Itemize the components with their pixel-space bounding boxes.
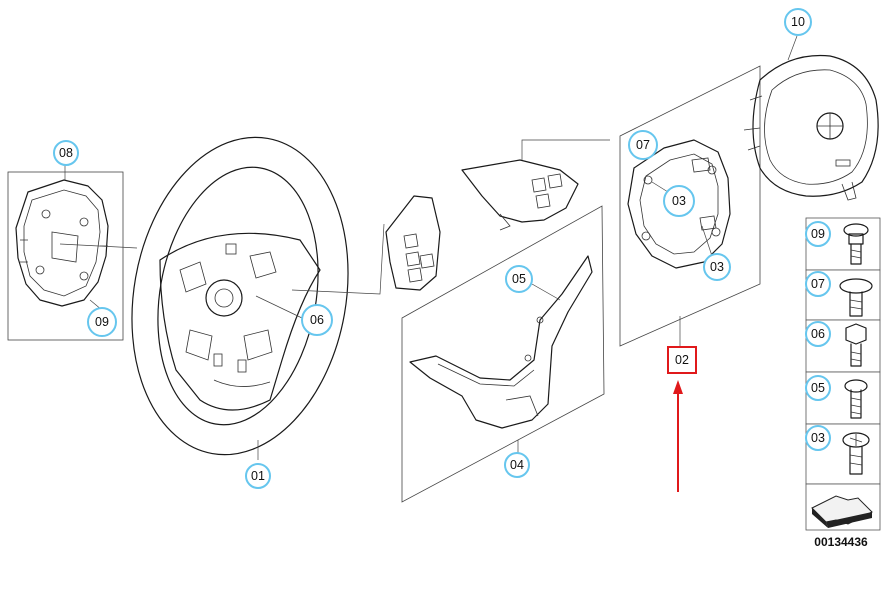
damper-group xyxy=(619,65,761,347)
callout-01[interactable]: 01 xyxy=(245,463,271,489)
svg-text:09: 09 xyxy=(95,315,109,329)
airbag-icon xyxy=(743,54,879,201)
callout-02-highlighted[interactable]: 02 xyxy=(667,346,697,374)
svg-text:06: 06 xyxy=(310,313,324,327)
callout-06[interactable]: 06 xyxy=(301,304,333,336)
callout-03-upper[interactable]: 03 xyxy=(663,185,695,217)
callout-04[interactable]: 04 xyxy=(504,452,530,478)
trim-cover-frame xyxy=(401,205,605,503)
right-switch-icon xyxy=(461,159,579,231)
fastener-callout-03[interactable]: 03 xyxy=(805,425,831,451)
right-switch-group xyxy=(461,159,579,231)
svg-text:03: 03 xyxy=(710,260,724,274)
callout-09[interactable]: 09 xyxy=(87,307,117,337)
svg-text:08: 08 xyxy=(59,146,73,160)
svg-text:01: 01 xyxy=(251,469,265,483)
callout-10[interactable]: 10 xyxy=(784,8,812,36)
callout-03-lower[interactable]: 03 xyxy=(703,253,731,281)
trim-cover-group xyxy=(401,205,605,503)
arrow-icon xyxy=(811,495,873,528)
svg-text:04: 04 xyxy=(510,458,524,472)
switch-leader xyxy=(291,223,385,295)
callout-08[interactable]: 08 xyxy=(53,140,79,166)
reference-number: 00134436 xyxy=(814,535,868,549)
svg-text:05: 05 xyxy=(512,272,526,286)
fastener-callout-05[interactable]: 05 xyxy=(805,375,831,401)
bolt-icon xyxy=(842,432,870,475)
rear-cover-icon xyxy=(15,179,109,307)
steering-wheel-icon xyxy=(131,136,349,456)
svg-text:02: 02 xyxy=(675,353,689,367)
rear-cover-group xyxy=(7,165,138,341)
svg-text:05: 05 xyxy=(811,381,825,395)
callout-07[interactable]: 07 xyxy=(628,130,658,160)
svg-text:03: 03 xyxy=(672,194,686,208)
bolt-icon xyxy=(839,278,873,317)
svg-text:07: 07 xyxy=(636,138,650,152)
svg-text:07: 07 xyxy=(811,277,825,291)
fastener-callout-07[interactable]: 07 xyxy=(805,271,831,297)
trim-cover-icon xyxy=(409,255,593,429)
svg-text:03: 03 xyxy=(811,431,825,445)
damper-frame xyxy=(619,65,761,347)
svg-text:10: 10 xyxy=(791,15,805,29)
steering-wheel-group xyxy=(131,136,349,460)
right-switch-leader xyxy=(521,139,610,160)
bolt-icon xyxy=(844,379,868,419)
left-switch-icon xyxy=(385,195,441,291)
bolt-icon xyxy=(845,323,867,367)
bolt-icon xyxy=(843,223,869,265)
rear-cover-frame xyxy=(7,171,124,341)
left-switch-group xyxy=(385,195,441,291)
highlight-arrow xyxy=(673,380,683,492)
damper-icon xyxy=(627,139,731,269)
fastener-callout-09[interactable]: 09 xyxy=(805,221,831,247)
svg-text:09: 09 xyxy=(811,227,825,241)
svg-text:06: 06 xyxy=(811,327,825,341)
callout-05[interactable]: 05 xyxy=(505,265,533,293)
airbag-group xyxy=(743,35,879,201)
fastener-callout-06[interactable]: 06 xyxy=(805,321,831,347)
